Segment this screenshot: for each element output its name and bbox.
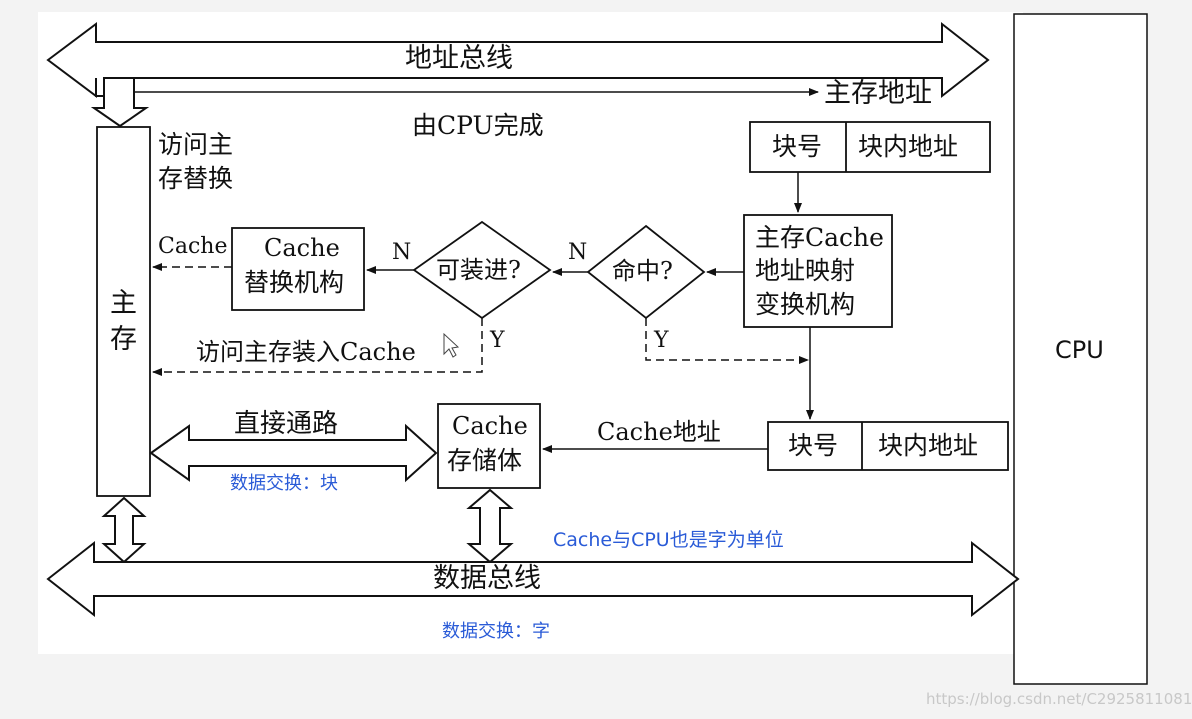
hit-label: 命中? xyxy=(612,257,673,285)
address-to-memory-arrow xyxy=(90,77,150,128)
block-offset-bottom: 块内地址 xyxy=(878,431,979,460)
block-offset-top: 块内地址 xyxy=(858,132,959,161)
cache-storage-box xyxy=(437,403,541,489)
by-cpu-label: 由CPU完成 xyxy=(412,111,544,140)
load-into-cache-dashed xyxy=(152,318,483,376)
load-into-cache-label: 访问主存装入Cache xyxy=(196,338,416,366)
figure-background xyxy=(38,12,1023,654)
cpu-box xyxy=(1013,13,1148,685)
cache-replacement-box xyxy=(231,227,365,311)
loadable-yes-label: Y xyxy=(490,328,505,353)
address-bus-label: 地址总线 xyxy=(405,43,513,74)
direct-path-label: 直接通路 xyxy=(234,409,339,439)
cache-storage-label-2: 存储体 xyxy=(447,446,523,475)
main-memory-label-1: 主 xyxy=(110,288,137,319)
hit-no-label: N xyxy=(568,240,588,265)
watermark: https://blog.csdn.net/C2925811081 xyxy=(926,690,1192,708)
loadable-label: 可装进? xyxy=(436,256,521,284)
access-replace-label-2: 存替换 xyxy=(158,164,234,193)
block-number-bottom: 块号 xyxy=(788,431,839,460)
main-memory-address-label: 主存地址 xyxy=(824,78,932,109)
mapping-label-2: 地址映射 xyxy=(755,256,856,285)
mapping-box xyxy=(743,214,893,328)
direct-path-arrow xyxy=(149,423,438,483)
cache-cpu-word-annotation: Cache与CPU也是字为单位 xyxy=(553,529,784,551)
block-exchange-annotation: 数据交换：块 xyxy=(230,473,338,494)
cpu-label: CPU xyxy=(1055,336,1104,364)
cursor-icon xyxy=(443,332,460,358)
hit-yes-dashed xyxy=(645,318,809,364)
cache-storage-label-1: Cache xyxy=(452,412,528,440)
address-bottom-box xyxy=(767,421,1009,471)
main-memory-box xyxy=(96,126,151,497)
data-bus-label: 数据总线 xyxy=(433,563,541,594)
word-exchange-annotation: 数据交换：字 xyxy=(442,621,550,642)
cache-left-label: Cache xyxy=(158,234,228,259)
block-number-top: 块号 xyxy=(772,132,823,161)
mapping-label-3: 变换机构 xyxy=(755,290,856,319)
mapping-label-1: 主存Cache xyxy=(755,223,884,252)
cache-replacement-label-2: 替换机构 xyxy=(244,268,345,297)
cache-address-label: Cache地址 xyxy=(597,418,721,446)
address-top-box xyxy=(749,121,991,173)
access-replace-label-1: 访问主 xyxy=(158,130,234,159)
main-memory-label-2: 存 xyxy=(110,324,137,355)
data-bus-arrow xyxy=(46,540,1020,618)
address-bus-arrow xyxy=(46,21,990,99)
loadable-no-label: N xyxy=(392,240,412,265)
cache-replacement-label-1: Cache xyxy=(264,234,340,262)
hit-yes-label: Y xyxy=(654,328,669,353)
